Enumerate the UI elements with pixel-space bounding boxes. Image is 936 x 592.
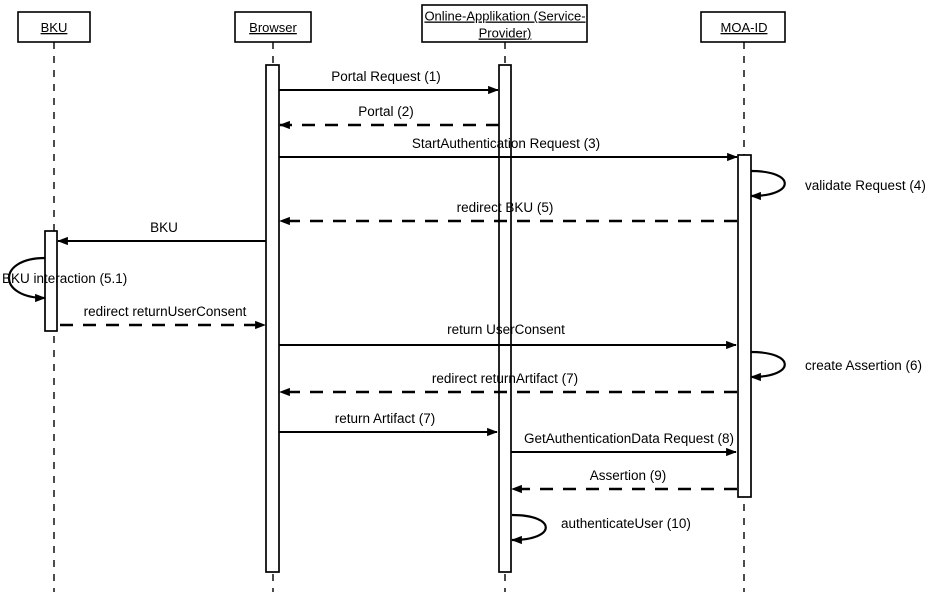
message-label-m3: StartAuthentication Request (3) <box>412 136 600 151</box>
message-label-m7: BKU interaction (5.1) <box>2 271 127 286</box>
message-label-m12: return Artifact (7) <box>335 411 436 426</box>
lifeline-label-oa: Provider) <box>479 26 532 41</box>
message-m7[interactable]: BKU interaction (5.1) <box>2 256 127 303</box>
message-label-m13: GetAuthenticationData Request (8) <box>524 431 734 446</box>
activation-bar-moaid-0 <box>737 154 752 498</box>
lifeline-browser: Browser <box>234 11 312 592</box>
lifeline-label-moaid: MOA-ID <box>721 20 768 35</box>
lifeline-label-bku: BKU <box>41 20 68 35</box>
message-label-m9: return UserConsent <box>447 322 565 337</box>
message-m2[interactable]: Portal (2) <box>279 104 499 130</box>
message-m6[interactable]: BKU <box>57 220 266 246</box>
messages-layer: Portal Request (1) Portal (2) StartAuthent… <box>2 69 926 545</box>
lifeline-header-box-bku[interactable] <box>17 11 91 43</box>
self-message-arrow-m10 <box>750 350 786 382</box>
message-label-m14: Assertion (9) <box>590 468 667 483</box>
lifeline-bku: BKU <box>17 11 91 592</box>
message-m12[interactable]: return Artifact (7) <box>279 411 498 437</box>
activation-bar-bku-0 <box>44 230 58 332</box>
message-label-m11: redirect returnArtifact (7) <box>432 371 578 386</box>
message-label-m4: validate Request (4) <box>805 178 926 193</box>
self-message-arrow-m4 <box>750 169 786 201</box>
message-m13[interactable]: GetAuthenticationData Request (8) <box>511 431 737 457</box>
activation-bar-browser-0 <box>265 64 280 573</box>
self-message-arrow-m15 <box>511 513 547 545</box>
message-m15[interactable]: authenticateUser (10) <box>511 513 691 545</box>
lifelines-layer: BKU Browser Online-Applikation (Service- Pr… <box>17 4 786 592</box>
lifeline-header-box-moaid[interactable] <box>700 11 786 43</box>
message-m11[interactable]: redirect returnArtifact (7) <box>279 371 737 397</box>
message-label-m1: Portal Request (1) <box>331 69 441 84</box>
message-m8[interactable]: redirect returnUserConsent <box>60 304 266 330</box>
activation-bar-oa-0 <box>498 64 512 573</box>
message-label-m6: BKU <box>150 220 178 235</box>
message-m1[interactable]: Portal Request (1) <box>279 69 499 95</box>
lifeline-header-box-browser[interactable] <box>234 11 312 43</box>
message-label-m8: redirect returnUserConsent <box>84 304 247 319</box>
lifeline-header-box-oa[interactable] <box>421 4 588 43</box>
lifeline-label-browser: Browser <box>249 20 297 35</box>
message-label-m10: create Assertion (6) <box>805 358 922 373</box>
message-m9[interactable]: return UserConsent <box>279 322 737 350</box>
message-label-m15: authenticateUser (10) <box>561 516 691 531</box>
lifeline-label-oa: Online-Applikation (Service- <box>424 9 585 24</box>
message-label-m5: redirect BKU (5) <box>457 200 554 215</box>
lifeline-oa: Online-Applikation (Service- Provider) <box>421 4 588 592</box>
self-message-arrow-m7 <box>7 256 46 303</box>
message-m4[interactable]: validate Request (4) <box>750 169 926 201</box>
message-m5[interactable]: redirect BKU (5) <box>279 200 737 226</box>
message-m14[interactable]: Assertion (9) <box>511 468 737 494</box>
message-m10[interactable]: create Assertion (6) <box>750 350 922 382</box>
message-m3[interactable]: StartAuthentication Request (3) <box>279 136 738 162</box>
message-label-m2: Portal (2) <box>358 104 414 119</box>
lifeline-moaid: MOA-ID <box>700 11 786 592</box>
